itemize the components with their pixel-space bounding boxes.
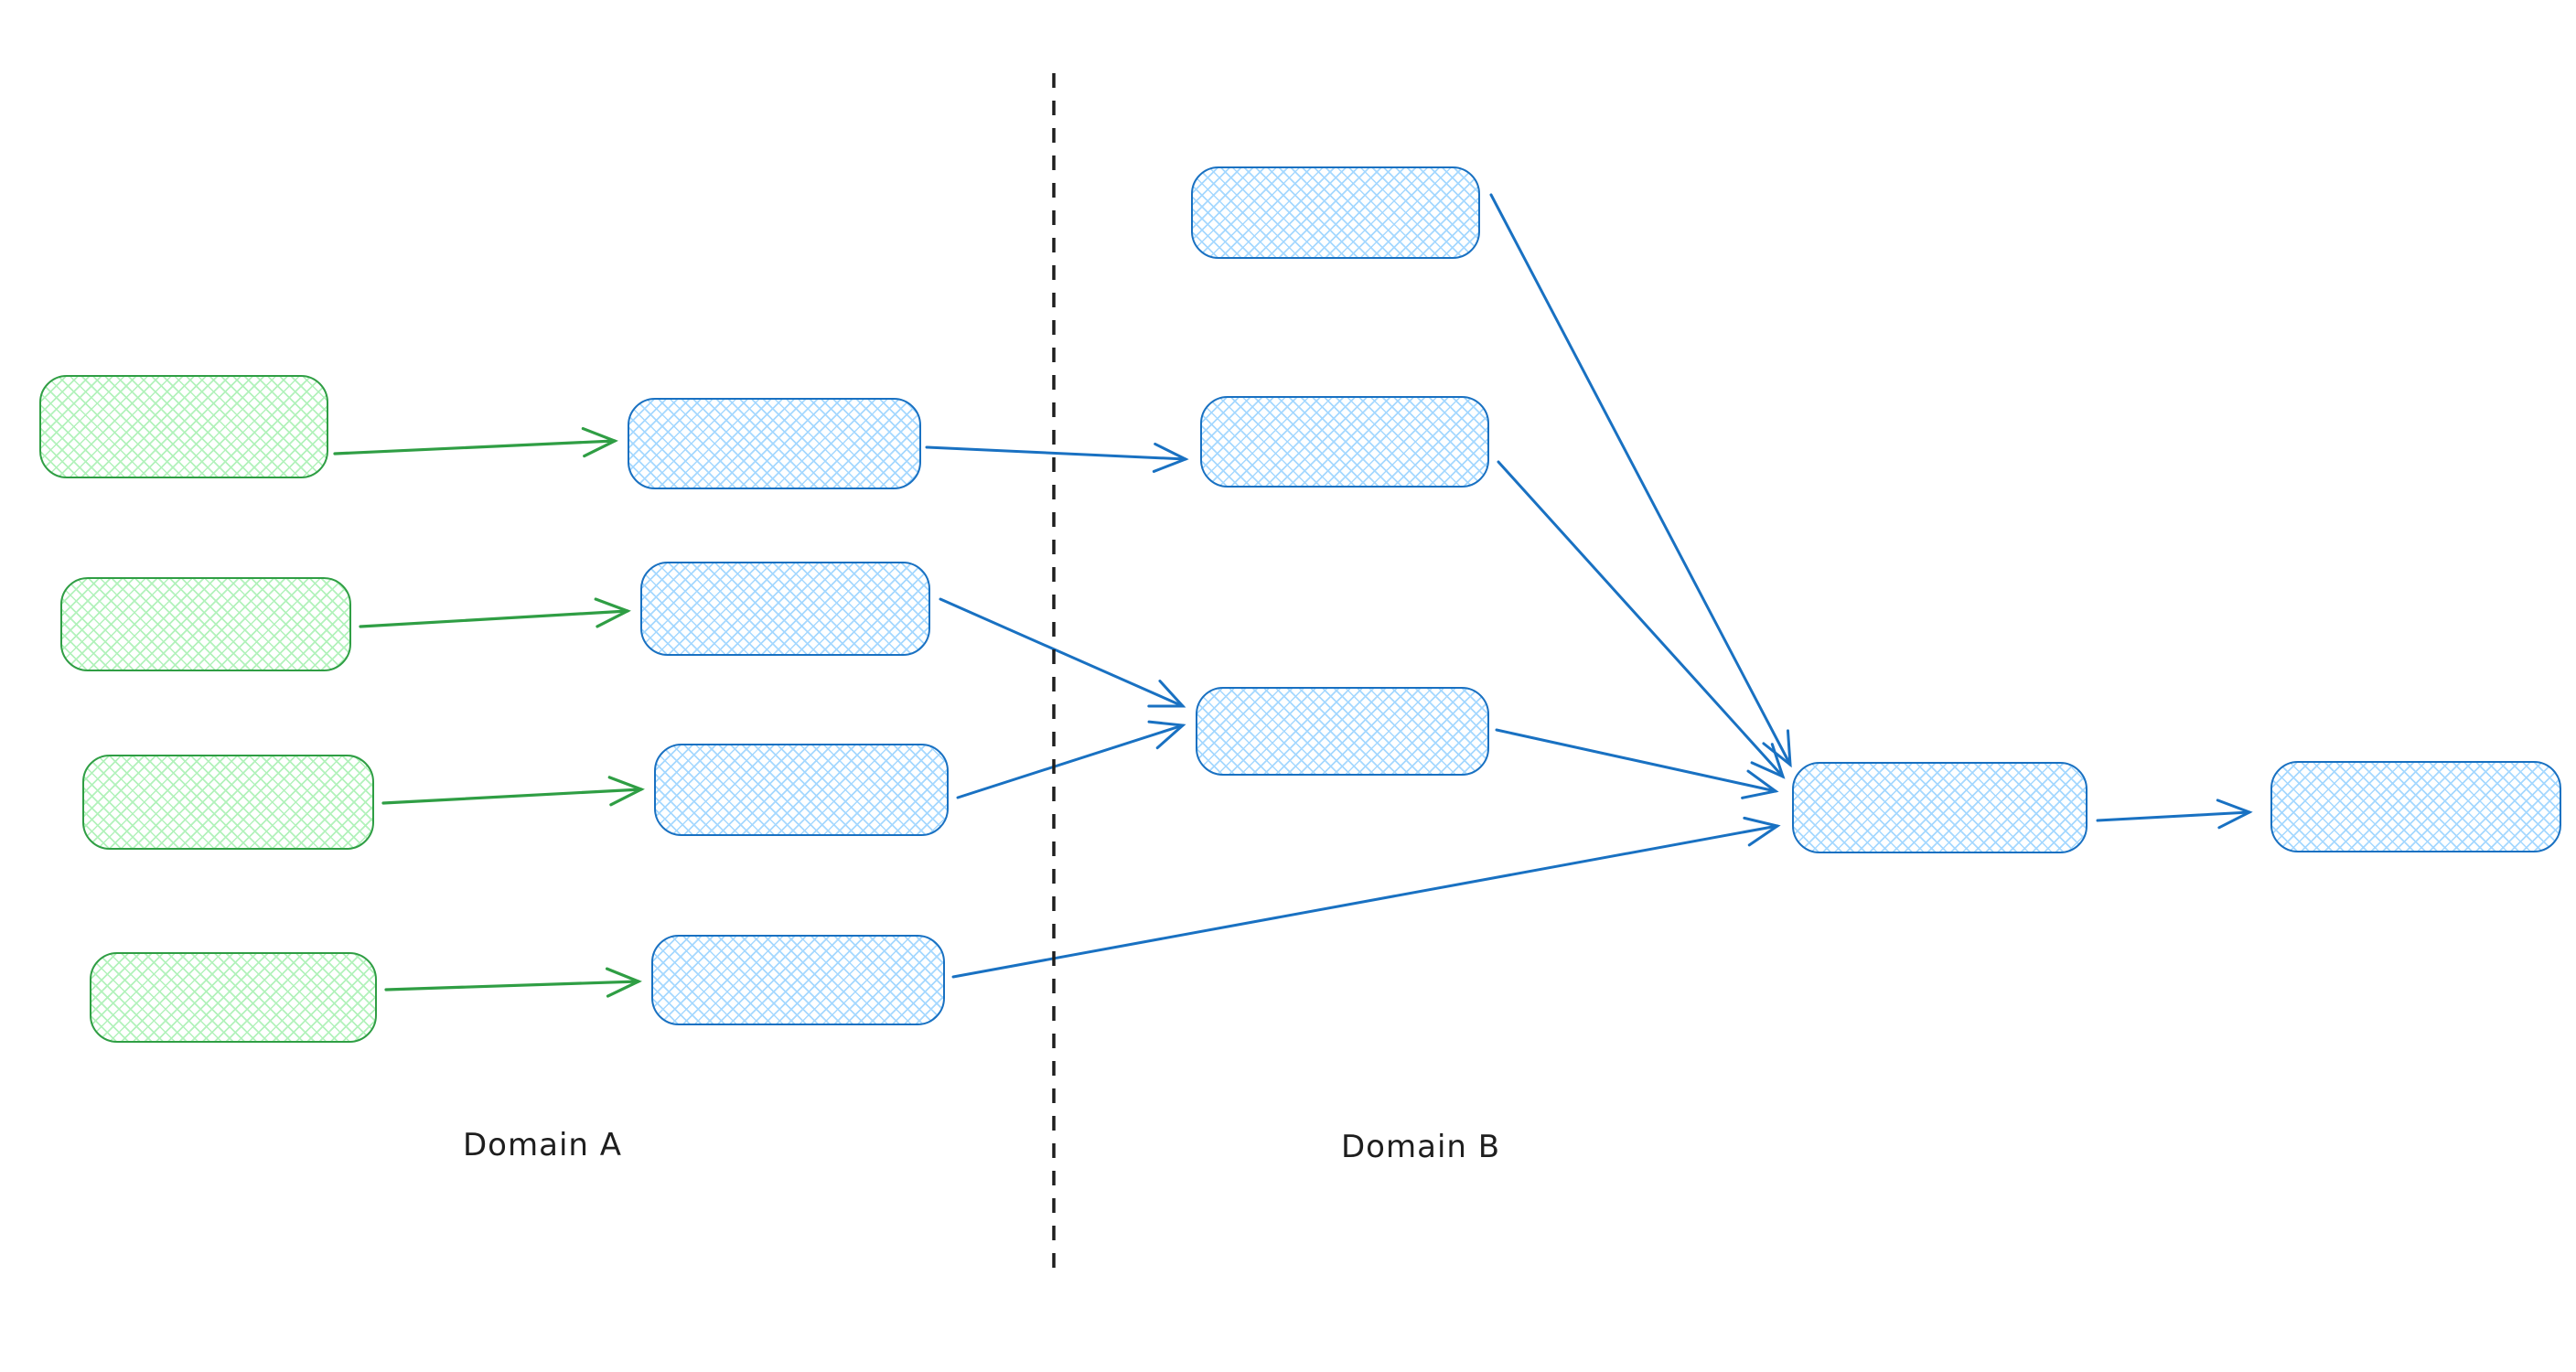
edge-hub-output (2096, 799, 2253, 830)
node-blue-box-a4 (651, 935, 945, 1025)
domain-a-label: Domain A (463, 1127, 622, 1163)
edge-g4-a4 (384, 967, 642, 998)
node-hub-box (1792, 762, 2088, 853)
edge-g2-a2 (359, 597, 631, 628)
node-blue-box-a1 (628, 398, 921, 489)
node-blue-box-b2 (1200, 396, 1489, 488)
edges-group (333, 193, 2253, 998)
node-green-box-1 (39, 375, 328, 478)
edge-b2-hub (1497, 460, 1786, 779)
node-blue-box-b3 (1196, 687, 1489, 776)
edge-a1-b2 (925, 442, 1189, 473)
edge-b1-hub (1489, 193, 1792, 768)
node-blue-box-a3 (654, 744, 949, 836)
edge-a2-b3 (939, 597, 1186, 708)
node-blue-box-b1 (1191, 166, 1480, 259)
edge-g1-a1 (333, 426, 618, 458)
edge-a3-b3 (956, 720, 1186, 799)
edge-a4-hub (951, 816, 1781, 979)
domain-b-label: Domain B (1341, 1129, 1501, 1165)
node-green-box-4 (90, 952, 377, 1043)
node-green-box-2 (60, 577, 351, 671)
node-output-box (2270, 761, 2561, 852)
node-blue-box-a2 (640, 562, 930, 656)
edge-b3-hub (1495, 728, 1779, 799)
edge-g3-a3 (381, 776, 645, 807)
node-green-box-3 (82, 755, 374, 850)
